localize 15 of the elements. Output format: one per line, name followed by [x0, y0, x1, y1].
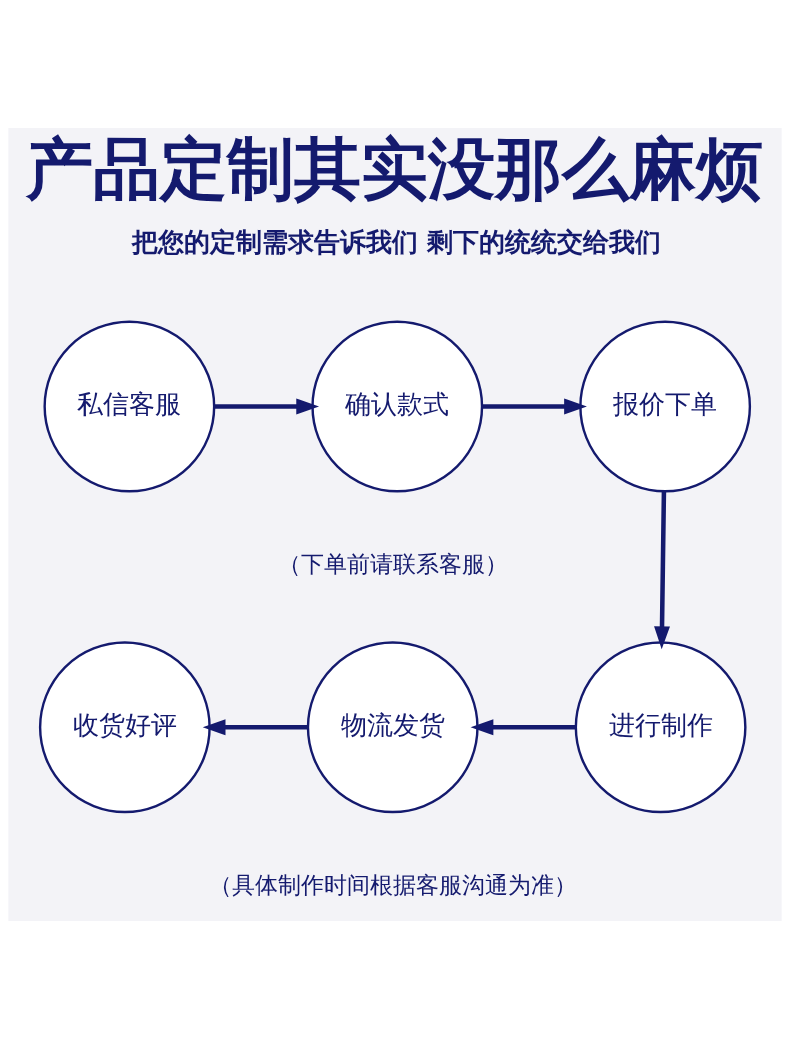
node-circle: 物流发货 — [306, 640, 479, 813]
arrow — [654, 491, 670, 649]
node-circle: 收货好评 — [38, 640, 211, 813]
label: （下单前请联系客服） — [277, 550, 508, 577]
arrow — [470, 718, 576, 735]
node-circle: 确认款式 — [311, 320, 484, 492]
node-circle: 报价下单 — [579, 320, 752, 492]
arrow — [482, 398, 587, 414]
arrow — [202, 718, 308, 735]
label: 把您的定制需求告诉我们 剩下的统统交给我们 — [131, 226, 661, 257]
diagram-title: 产品定制其实没那么麻烦 — [26, 129, 764, 208]
node-circle: 进行制作 — [574, 640, 747, 813]
arrow — [214, 398, 320, 414]
label: （具体制作时间根据客服沟通为准） — [208, 871, 577, 898]
node-circle: 私信客服 — [43, 320, 216, 492]
